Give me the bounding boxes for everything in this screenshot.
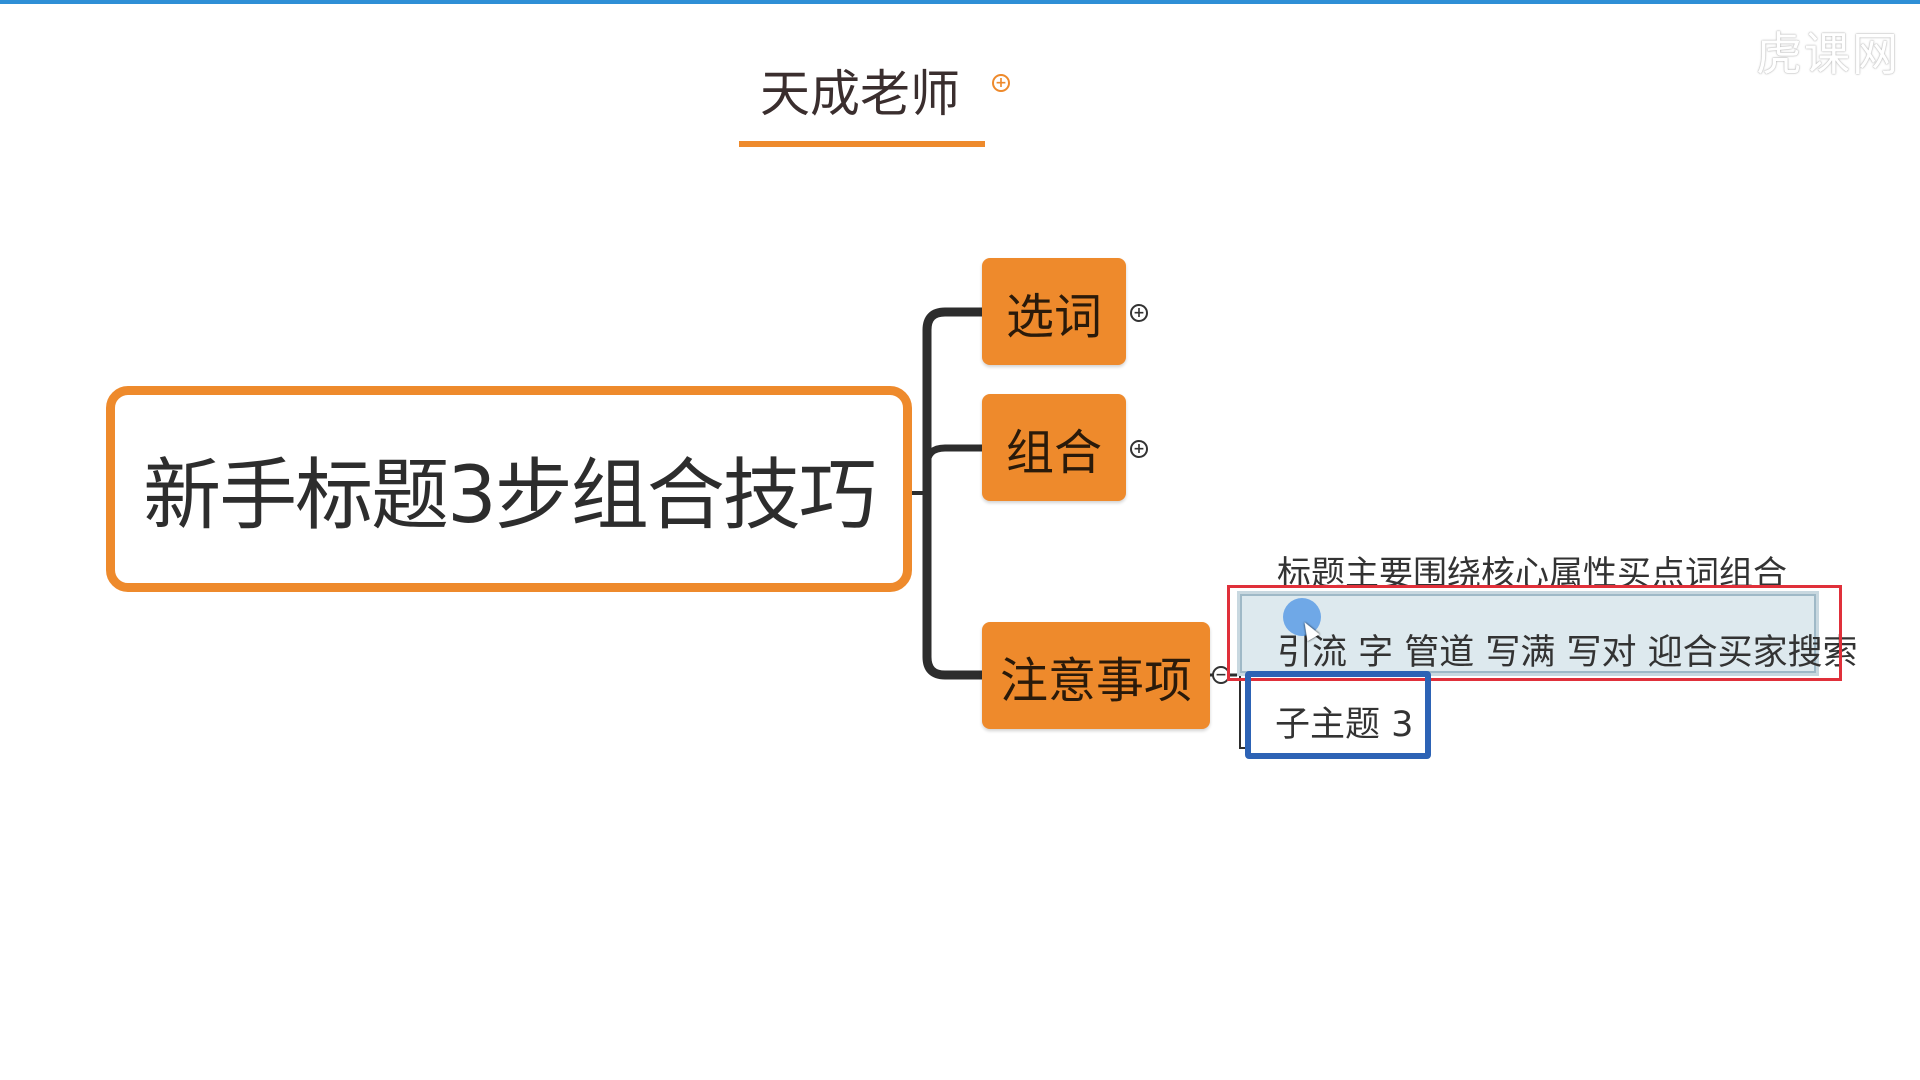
watermark-logo: 虎课网: [1756, 27, 1900, 81]
branch-node-zuhe[interactable]: 组合: [982, 394, 1126, 501]
branch-node-zhuyishixiang[interactable]: 注意事项: [982, 622, 1210, 729]
plus-circle-icon[interactable]: +: [992, 74, 1010, 92]
branch-label: 选词: [1005, 288, 1102, 345]
root-topic[interactable]: 新手标题3步组合技巧: [106, 386, 912, 592]
branch-label: 组合: [1005, 424, 1102, 481]
subtopic-3-label[interactable]: 子主题 3: [1275, 705, 1414, 745]
author-title[interactable]: 天成老师: [760, 65, 960, 123]
cursor-highlight-icon: [1283, 598, 1321, 636]
branch-node-xuanci[interactable]: 选词: [982, 258, 1126, 365]
top-accent-bar: [0, 0, 1920, 4]
red-highlight-frame: [1227, 585, 1842, 681]
author-underline: [739, 141, 985, 147]
plus-circle-icon[interactable]: +: [1130, 440, 1148, 458]
subtopic-3-frame[interactable]: [1245, 671, 1431, 759]
branch-label: 注意事项: [999, 652, 1192, 709]
plus-circle-icon[interactable]: +: [1130, 304, 1148, 322]
selected-subtopic-box[interactable]: [1237, 591, 1819, 676]
selected-subtopic-text[interactable]: 引流 字 管道 写满 写对 迎合买家搜索: [1277, 633, 1858, 673]
root-topic-label: 新手标题3步组合技巧: [143, 451, 877, 541]
